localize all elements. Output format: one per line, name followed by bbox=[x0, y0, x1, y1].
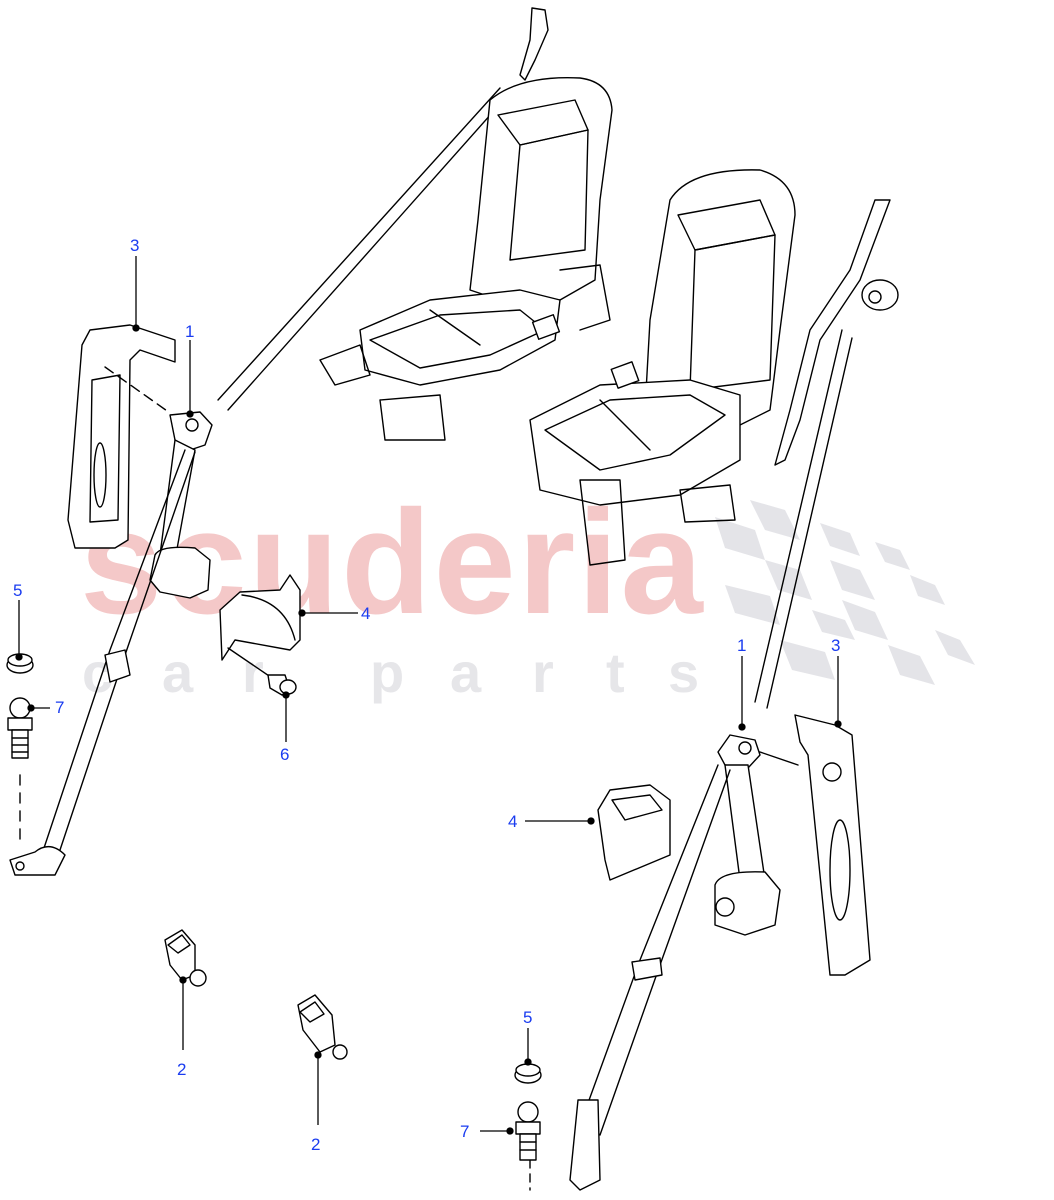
callout-4-left: 4 bbox=[361, 604, 371, 623]
callout-6: 6 bbox=[280, 745, 290, 764]
upper-belt-right bbox=[774, 199, 899, 466]
trim-bracket-right bbox=[794, 714, 871, 976]
anchor-bolt-right bbox=[515, 1101, 541, 1161]
seat-left bbox=[319, 76, 613, 441]
callout-5-right: 5 bbox=[523, 1008, 533, 1027]
buckle-2 bbox=[297, 994, 348, 1060]
callout-2-b: 2 bbox=[311, 1135, 321, 1154]
callout-1-left: 1 bbox=[185, 322, 195, 341]
checkered-flag-icon bbox=[715, 500, 975, 685]
fastener-left bbox=[267, 674, 297, 696]
callout-3-right: 3 bbox=[831, 636, 841, 655]
callout-4-right: 4 bbox=[508, 812, 518, 831]
retractor-cover-right bbox=[597, 784, 671, 881]
callout-1-right: 1 bbox=[737, 636, 747, 655]
leader-lines bbox=[15, 256, 842, 1135]
callout-7-right: 7 bbox=[460, 1122, 470, 1141]
seat-belt-right bbox=[529, 734, 799, 1191]
callout-2-a: 2 bbox=[177, 1060, 187, 1079]
upper-belt-guide bbox=[519, 7, 549, 81]
trim-bracket-left bbox=[67, 324, 176, 549]
buckle-1 bbox=[164, 929, 207, 987]
callout-3-left: 3 bbox=[130, 236, 140, 255]
seat-belt-left bbox=[9, 411, 213, 876]
retractor-cover-left bbox=[219, 574, 301, 681]
callout-5-left: 5 bbox=[13, 581, 23, 600]
seat-right bbox=[529, 169, 796, 566]
callout-7-left: 7 bbox=[55, 698, 65, 717]
anchor-bolt-left bbox=[7, 697, 33, 759]
